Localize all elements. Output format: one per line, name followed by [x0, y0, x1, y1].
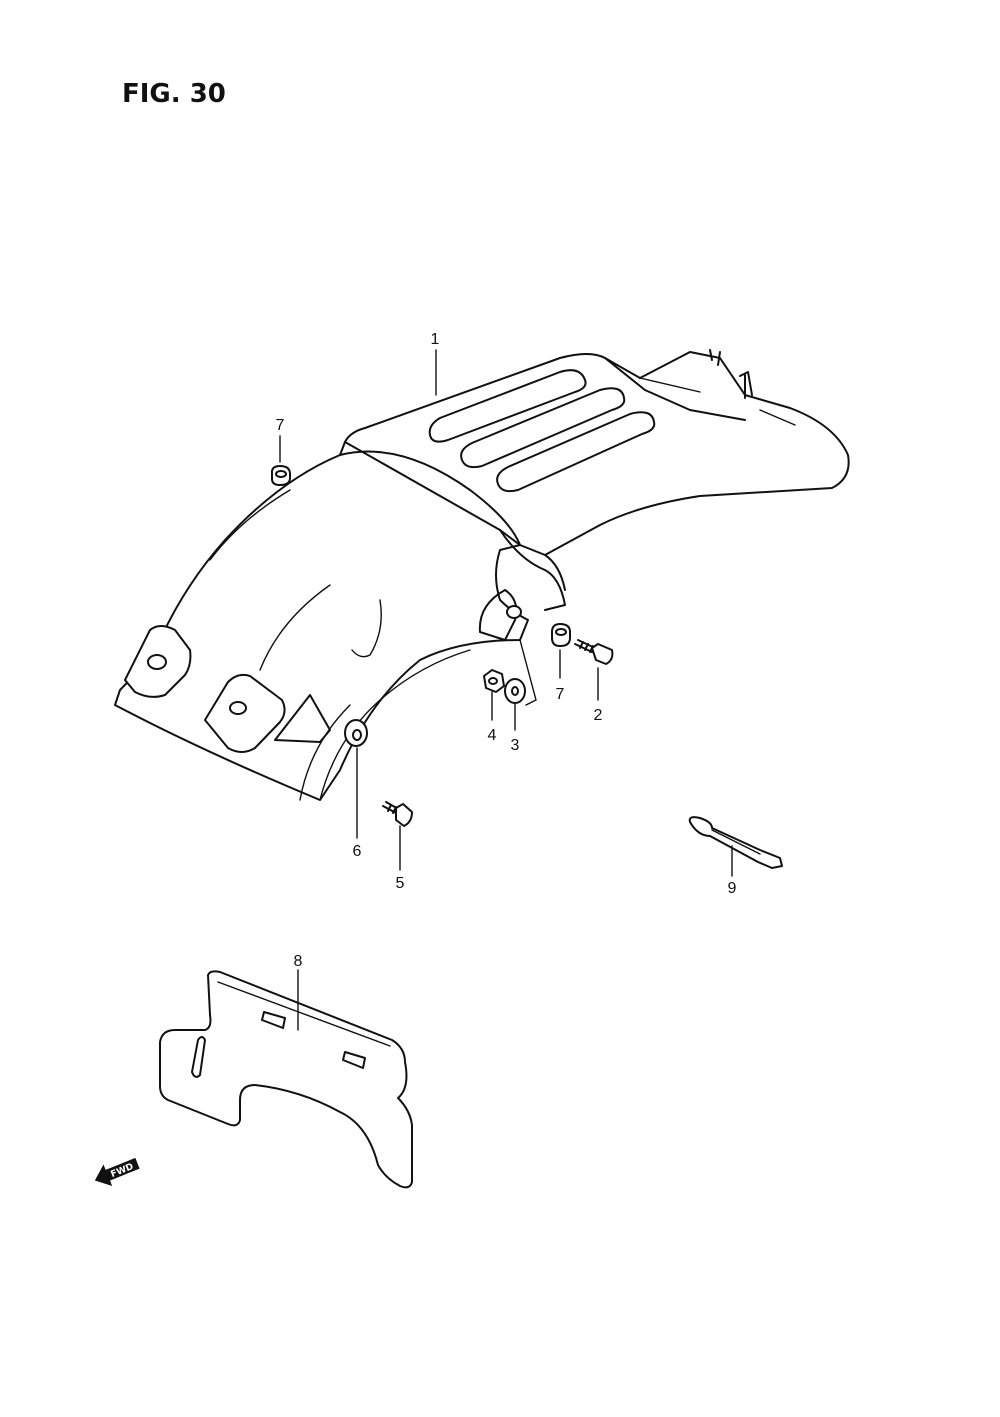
spacer-part-7-upper [271, 465, 291, 486]
callout-9: 9 [728, 880, 737, 897]
figure-title: FIG. 30 [122, 79, 226, 109]
callout-5: 5 [396, 875, 405, 892]
callout-4: 4 [488, 727, 497, 744]
callout-7-lower: 7 [556, 686, 565, 703]
leader-lines [279, 349, 733, 1031]
nut-part-4 [483, 669, 505, 693]
callout-8: 8 [294, 953, 303, 970]
callout-6: 6 [353, 843, 362, 860]
rear-fender-part [114, 349, 850, 801]
callout-7-upper: 7 [276, 417, 285, 434]
bolt-part-2 [574, 639, 614, 665]
callout-3: 3 [511, 737, 520, 754]
fwd-arrow-label: FWD [110, 1162, 136, 1180]
plate-part-8 [159, 970, 413, 1189]
spacer-part-7-lower [551, 623, 571, 647]
washer-part-6 [344, 719, 368, 747]
fwd-arrow-icon: FWD [94, 1157, 140, 1186]
wrench-part-9 [688, 816, 783, 869]
screw-part-5 [382, 801, 413, 827]
callout-1: 1 [431, 331, 440, 348]
callout-2: 2 [594, 707, 603, 724]
washer-part-3 [504, 639, 537, 706]
